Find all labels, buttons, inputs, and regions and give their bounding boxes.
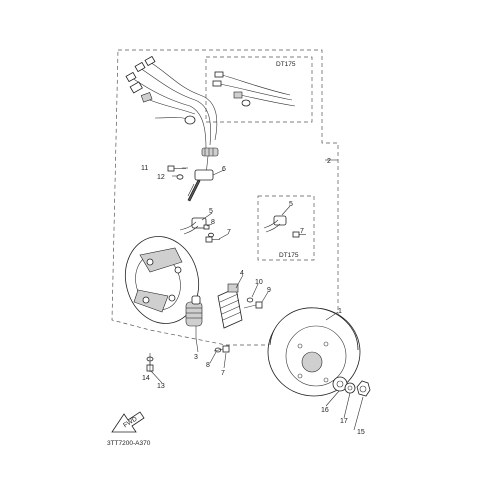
stator-plate xyxy=(125,236,199,324)
callout-14: 14 xyxy=(142,375,150,382)
callout-16: 16 xyxy=(321,407,329,414)
clamp-part-6 xyxy=(187,169,214,202)
callout-9: 9 xyxy=(267,287,271,294)
inset-pickup xyxy=(263,215,306,238)
callout-15: 15 xyxy=(357,429,365,436)
callout-3: 3 xyxy=(194,354,198,361)
callout-8-bottom: 8 xyxy=(206,362,210,369)
callout-17: 17 xyxy=(340,418,348,425)
flywheel-rotor-1 xyxy=(267,307,361,397)
pickup-coil-5 xyxy=(179,217,207,235)
callout-1: 1 xyxy=(338,308,342,315)
callout-11: 11 xyxy=(141,165,148,172)
callout-8-top: 8 xyxy=(211,219,215,226)
part-code: 3TT7200-A370 xyxy=(107,440,151,447)
callout-5-main: 5 xyxy=(209,208,213,215)
inset-label-top: DT175 xyxy=(276,61,296,68)
washer-12 xyxy=(176,174,184,180)
wire-harness xyxy=(125,55,219,176)
inset-box-top xyxy=(205,56,313,123)
screw-7-top xyxy=(205,236,220,243)
callout-5-inset: 5 xyxy=(289,201,293,208)
fwd-arrow-icon: FWD xyxy=(111,411,145,433)
washer-10 xyxy=(246,297,254,303)
callout-13: 13 xyxy=(157,383,165,390)
callout-7-bottom: 7 xyxy=(221,370,225,377)
callout-12: 12 xyxy=(157,174,165,181)
coil-core-4 xyxy=(217,283,243,329)
callout-7-top: 7 xyxy=(227,229,231,236)
callout-10: 10 xyxy=(255,279,263,286)
screw-11 xyxy=(167,165,186,172)
screw-7-bottom xyxy=(213,345,230,353)
lockwasher-17 xyxy=(344,382,356,394)
nut-15 xyxy=(356,380,371,397)
callout-6: 6 xyxy=(222,166,226,173)
screw-9 xyxy=(243,301,263,309)
callout-4: 4 xyxy=(240,270,244,277)
inset-harness-top xyxy=(212,71,296,107)
inset-label-mid: DT175 xyxy=(279,252,299,259)
inset-box-mid xyxy=(257,195,315,261)
callout-2: 2 xyxy=(327,158,331,165)
callout-7-inset: 7 xyxy=(300,228,304,235)
screw-8-top xyxy=(203,224,214,238)
lighting-coil-3 xyxy=(185,295,203,338)
leader-lines xyxy=(149,159,364,431)
